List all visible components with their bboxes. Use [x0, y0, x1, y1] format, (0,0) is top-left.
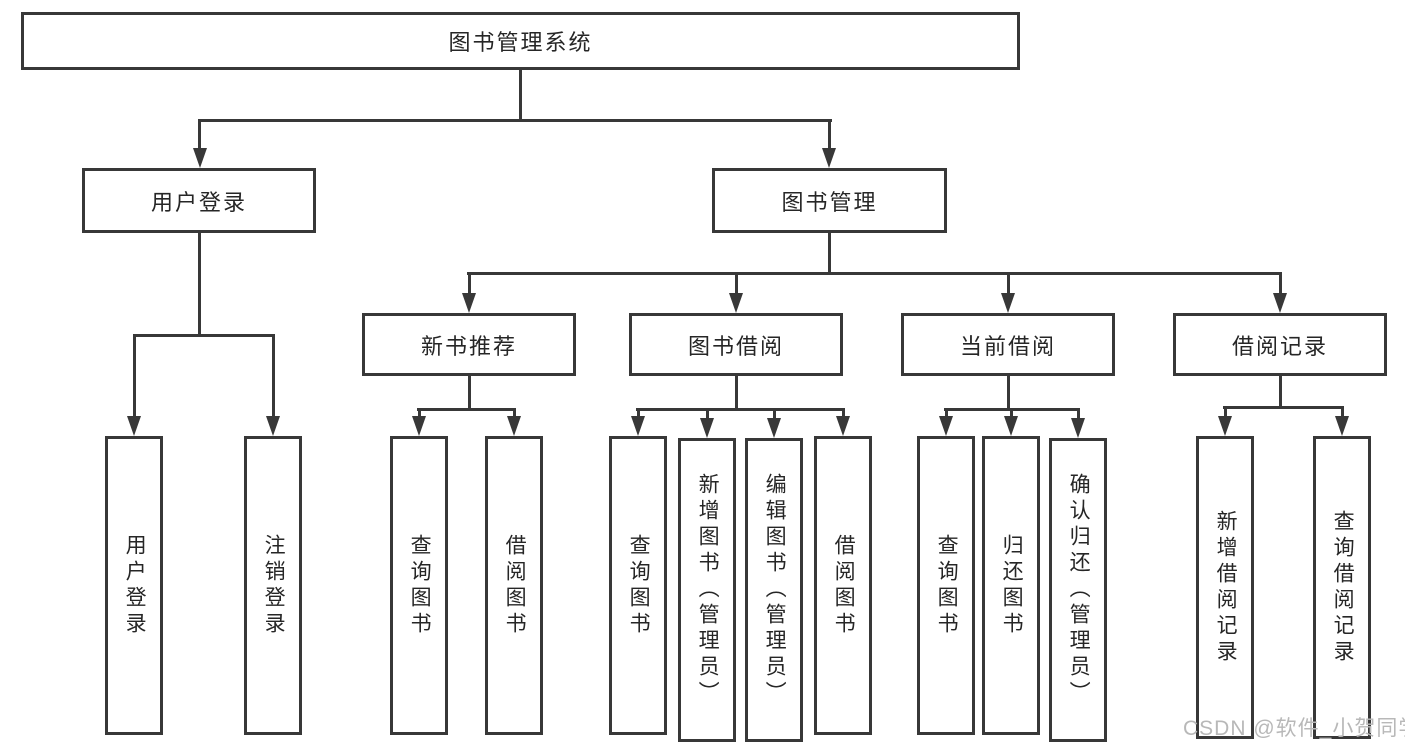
leaf-add-books-admin-label: 新增图书（管理员）	[696, 473, 720, 707]
leaf-logout: 注销登录	[244, 436, 302, 735]
node-book-management: 图书管理	[712, 168, 947, 233]
connector-stub	[418, 408, 421, 420]
leaf-borrow-books-label: 借阅图书	[832, 533, 856, 638]
arrow-down-icon	[1335, 416, 1349, 436]
leaf-logout-label: 注销登录	[262, 533, 286, 638]
connector-stub	[198, 119, 201, 149]
leaf-user-login-label: 用户登录	[123, 533, 147, 638]
arrow-down-icon	[193, 148, 207, 168]
arrow-down-icon	[729, 293, 743, 313]
connector-rail	[417, 408, 516, 411]
connector-stub	[828, 119, 831, 149]
connector-stub	[1010, 408, 1013, 420]
arrow-down-icon	[412, 416, 426, 436]
arrow-down-icon	[767, 418, 781, 438]
node-book-management-label: 图书管理	[781, 189, 878, 215]
leaf-query-books-borrow: 查询图书	[609, 436, 667, 735]
leaf-query-books-borrow-label: 查询图书	[627, 533, 651, 638]
connector-user-login-trunk	[198, 233, 201, 334]
arrow-down-icon	[1001, 293, 1015, 313]
leaf-confirm-return-admin: 确认归还（管理员）	[1049, 438, 1107, 742]
node-user-login: 用户登录	[82, 168, 316, 233]
connector-stub	[706, 408, 709, 420]
connector-trunk	[1279, 376, 1282, 406]
node-new-book-recommend: 新书推荐	[362, 313, 576, 376]
arrow-down-icon	[266, 416, 280, 436]
connector-stub	[1279, 272, 1282, 297]
leaf-query-books-recommend: 查询图书	[390, 436, 448, 735]
node-user-login-label: 用户登录	[150, 189, 247, 215]
connector-stub	[1341, 406, 1344, 420]
arrow-down-icon	[507, 416, 521, 436]
arrow-down-icon	[1218, 416, 1232, 436]
arrow-down-icon	[127, 416, 141, 436]
arrow-down-icon	[836, 416, 850, 436]
leaf-edit-books-admin: 编辑图书（管理员）	[745, 438, 803, 742]
leaf-return-books: 归还图书	[982, 436, 1040, 735]
leaf-add-borrow-record-label: 新增借阅记录	[1214, 509, 1238, 666]
leaf-query-books-current: 查询图书	[917, 436, 975, 735]
node-root: 图书管理系统	[21, 12, 1020, 70]
arrow-down-icon	[1273, 293, 1287, 313]
leaf-query-books-recommend-label: 查询图书	[408, 533, 432, 638]
arrow-down-icon	[462, 293, 476, 313]
node-root-label: 图书管理系统	[448, 30, 593, 55]
leaf-borrow-books-recommend: 借阅图书	[485, 436, 543, 735]
leaf-user-login: 用户登录	[105, 436, 163, 735]
csdn-watermark: CSDN @软件_小贺同学	[1183, 717, 1405, 740]
leaf-borrow-books-recommend-label: 借阅图书	[503, 533, 527, 638]
connector-user-login-rail	[133, 334, 274, 337]
arrow-down-icon	[939, 416, 953, 436]
connector-trunk	[735, 376, 738, 408]
connector-rail	[1223, 406, 1344, 409]
connector-stub	[1224, 406, 1227, 420]
leaf-edit-books-admin-label: 编辑图书（管理员）	[763, 473, 787, 707]
node-new-book-recommend-label: 新书推荐	[420, 333, 517, 359]
node-borrow-records-label: 借阅记录	[1231, 333, 1328, 359]
leaf-return-books-label: 归还图书	[1000, 533, 1024, 638]
node-current-borrow-label: 当前借阅	[959, 333, 1056, 359]
arrow-down-icon	[1071, 418, 1085, 438]
arrow-down-icon	[822, 148, 836, 168]
leaf-borrow-books: 借阅图书	[814, 436, 872, 735]
connector-stub	[735, 272, 738, 297]
node-borrow-records: 借阅记录	[1173, 313, 1387, 376]
leaf-confirm-return-admin-label: 确认归还（管理员）	[1067, 473, 1091, 707]
connector-stub	[842, 408, 845, 420]
connector-stub	[1007, 272, 1010, 297]
connector-stub	[468, 272, 471, 297]
connector-trunk	[468, 376, 471, 408]
connector-level3-rail	[467, 272, 1282, 275]
leaf-query-borrow-record-label: 查询借阅记录	[1331, 509, 1355, 666]
leaf-query-borrow-record: 查询借阅记录	[1313, 436, 1371, 739]
node-book-borrow-label: 图书借阅	[687, 333, 784, 359]
connector-root-trunk	[519, 70, 522, 119]
connector-stub	[513, 408, 516, 420]
connector-stub	[1077, 408, 1080, 420]
connector-stub	[133, 334, 136, 420]
arrow-down-icon	[700, 418, 714, 438]
connector-level2-rail	[198, 119, 832, 122]
connector-trunk	[1007, 376, 1010, 408]
connector-rail	[636, 408, 845, 411]
leaf-query-books-current-label: 查询图书	[935, 533, 959, 638]
node-book-borrow: 图书借阅	[629, 313, 843, 376]
leaf-add-borrow-record: 新增借阅记录	[1196, 436, 1254, 739]
connector-stub	[773, 408, 776, 420]
arrow-down-icon	[1004, 416, 1018, 436]
connector-stub	[637, 408, 640, 420]
arrow-down-icon	[631, 416, 645, 436]
node-current-borrow: 当前借阅	[901, 313, 1115, 376]
connector-stub	[945, 408, 948, 420]
connector-stub	[272, 334, 275, 420]
leaf-add-books-admin: 新增图书（管理员）	[678, 438, 736, 742]
connector-book-mgmt-trunk	[828, 233, 831, 272]
